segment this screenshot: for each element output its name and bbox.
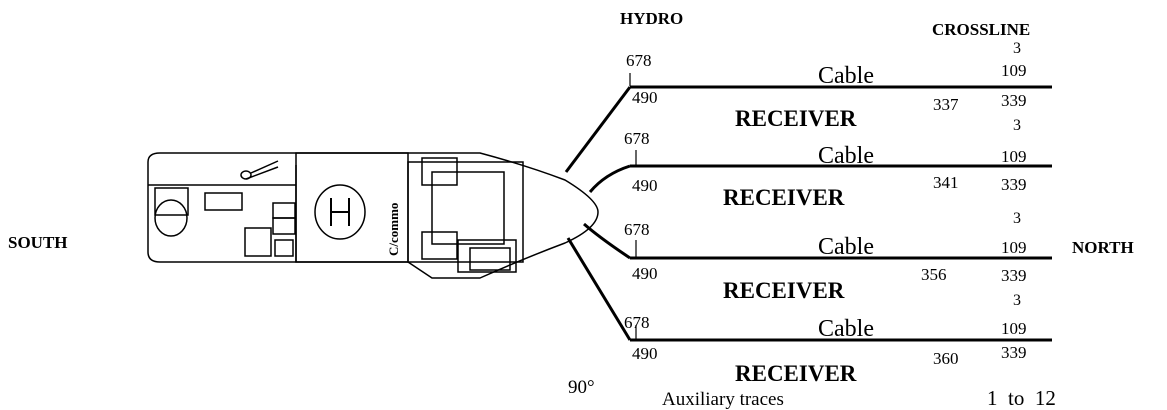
vessel-equipment — [244, 227, 272, 257]
crossline-top-value: 3 — [1013, 40, 1021, 57]
vessel-equipment — [469, 247, 511, 271]
receiver-mid-value: 341 — [933, 173, 959, 192]
crossline-mid-value: 109 — [1001, 319, 1027, 338]
helipad-letter-icon — [330, 198, 350, 226]
vessel-equipment — [272, 202, 296, 219]
hydro-top-value: 678 — [624, 220, 650, 239]
vessel-equipment — [250, 160, 279, 174]
receiver-mid-value: 337 — [933, 95, 959, 114]
hydro-bottom-value: 490 — [632, 88, 658, 107]
vessel-equipment — [421, 231, 458, 260]
hydro-top-value: 678 — [624, 313, 650, 332]
crossline-top-value: 3 — [1013, 292, 1021, 309]
south-label: SOUTH — [8, 233, 68, 252]
hydro-bottom-value: 490 — [632, 264, 658, 283]
cable-label: Cable — [818, 316, 874, 342]
vessel-hull — [147, 152, 599, 279]
hydro-header: HYDRO — [620, 9, 683, 28]
crossline-top-value: 3 — [1013, 117, 1021, 134]
vessel-equipment — [204, 192, 243, 211]
crossline-bottom-value: 339 — [1001, 266, 1027, 285]
angle-label: 90° — [568, 377, 595, 398]
receiver-mid-value: 356 — [921, 265, 947, 284]
helipad — [314, 184, 366, 240]
tow-line — [588, 164, 631, 193]
north-label: NORTH — [1072, 238, 1134, 257]
streamer: 678 490 Cable RECEIVER 3 109 339 360 — [624, 292, 1052, 386]
cable-label: Cable — [818, 143, 874, 169]
streamer: 678 490 Cable RECEIVER 3 109 339 356 — [624, 210, 1052, 303]
receiver-label: RECEIVER — [723, 185, 845, 210]
cable-label: Cable — [818, 234, 874, 260]
tow-line — [566, 237, 632, 341]
vessel-equipment — [272, 217, 296, 235]
tow-lines — [564, 86, 632, 341]
vessel-equipment — [274, 239, 294, 257]
crossline-bottom-value: 339 — [1001, 343, 1027, 362]
vessel-equipment — [457, 239, 517, 273]
cable-label: Cable — [818, 63, 874, 89]
vessel-equipment — [154, 199, 188, 237]
receiver-label: RECEIVER — [723, 278, 845, 303]
crossline-mid-value: 109 — [1001, 238, 1027, 257]
crossline-mid-value: 109 — [1001, 61, 1027, 80]
vessel-equipment — [245, 166, 279, 180]
receiver-mid-value: 360 — [933, 349, 959, 368]
crossline-top-value: 3 — [1013, 210, 1021, 227]
streamer: 678 490 Cable RECEIVER 3 109 339 341 — [624, 117, 1052, 210]
crossline-bottom-value: 339 — [1001, 91, 1027, 110]
vessel-equipment — [431, 171, 505, 245]
receiver-label: RECEIVER — [735, 361, 857, 386]
streamer: 678 490 Cable RECEIVER 3 109 339 337 — [626, 40, 1052, 131]
hydro-top-value: 678 — [624, 129, 650, 148]
tow-line — [583, 222, 631, 260]
vessel-compartment — [407, 161, 524, 263]
compartment-label: C/commo — [386, 203, 401, 256]
crossline-mid-value: 109 — [1001, 147, 1027, 166]
vessel: H — [147, 152, 599, 279]
vessel-equipment — [154, 187, 189, 216]
crossline-header: CROSSLINE — [932, 20, 1030, 39]
tow-line — [564, 86, 632, 173]
auxiliary-traces-label: Auxiliary traces — [662, 389, 784, 410]
crossline-bottom-value: 339 — [1001, 175, 1027, 194]
vessel-equipment — [421, 157, 458, 186]
auxiliary-range-label: 1 to 12 — [987, 386, 1056, 410]
hydro-top-value: 678 — [626, 51, 652, 70]
hydro-bottom-value: 490 — [632, 344, 658, 363]
hydro-bottom-value: 490 — [632, 176, 658, 195]
receiver-label: RECEIVER — [735, 106, 857, 131]
